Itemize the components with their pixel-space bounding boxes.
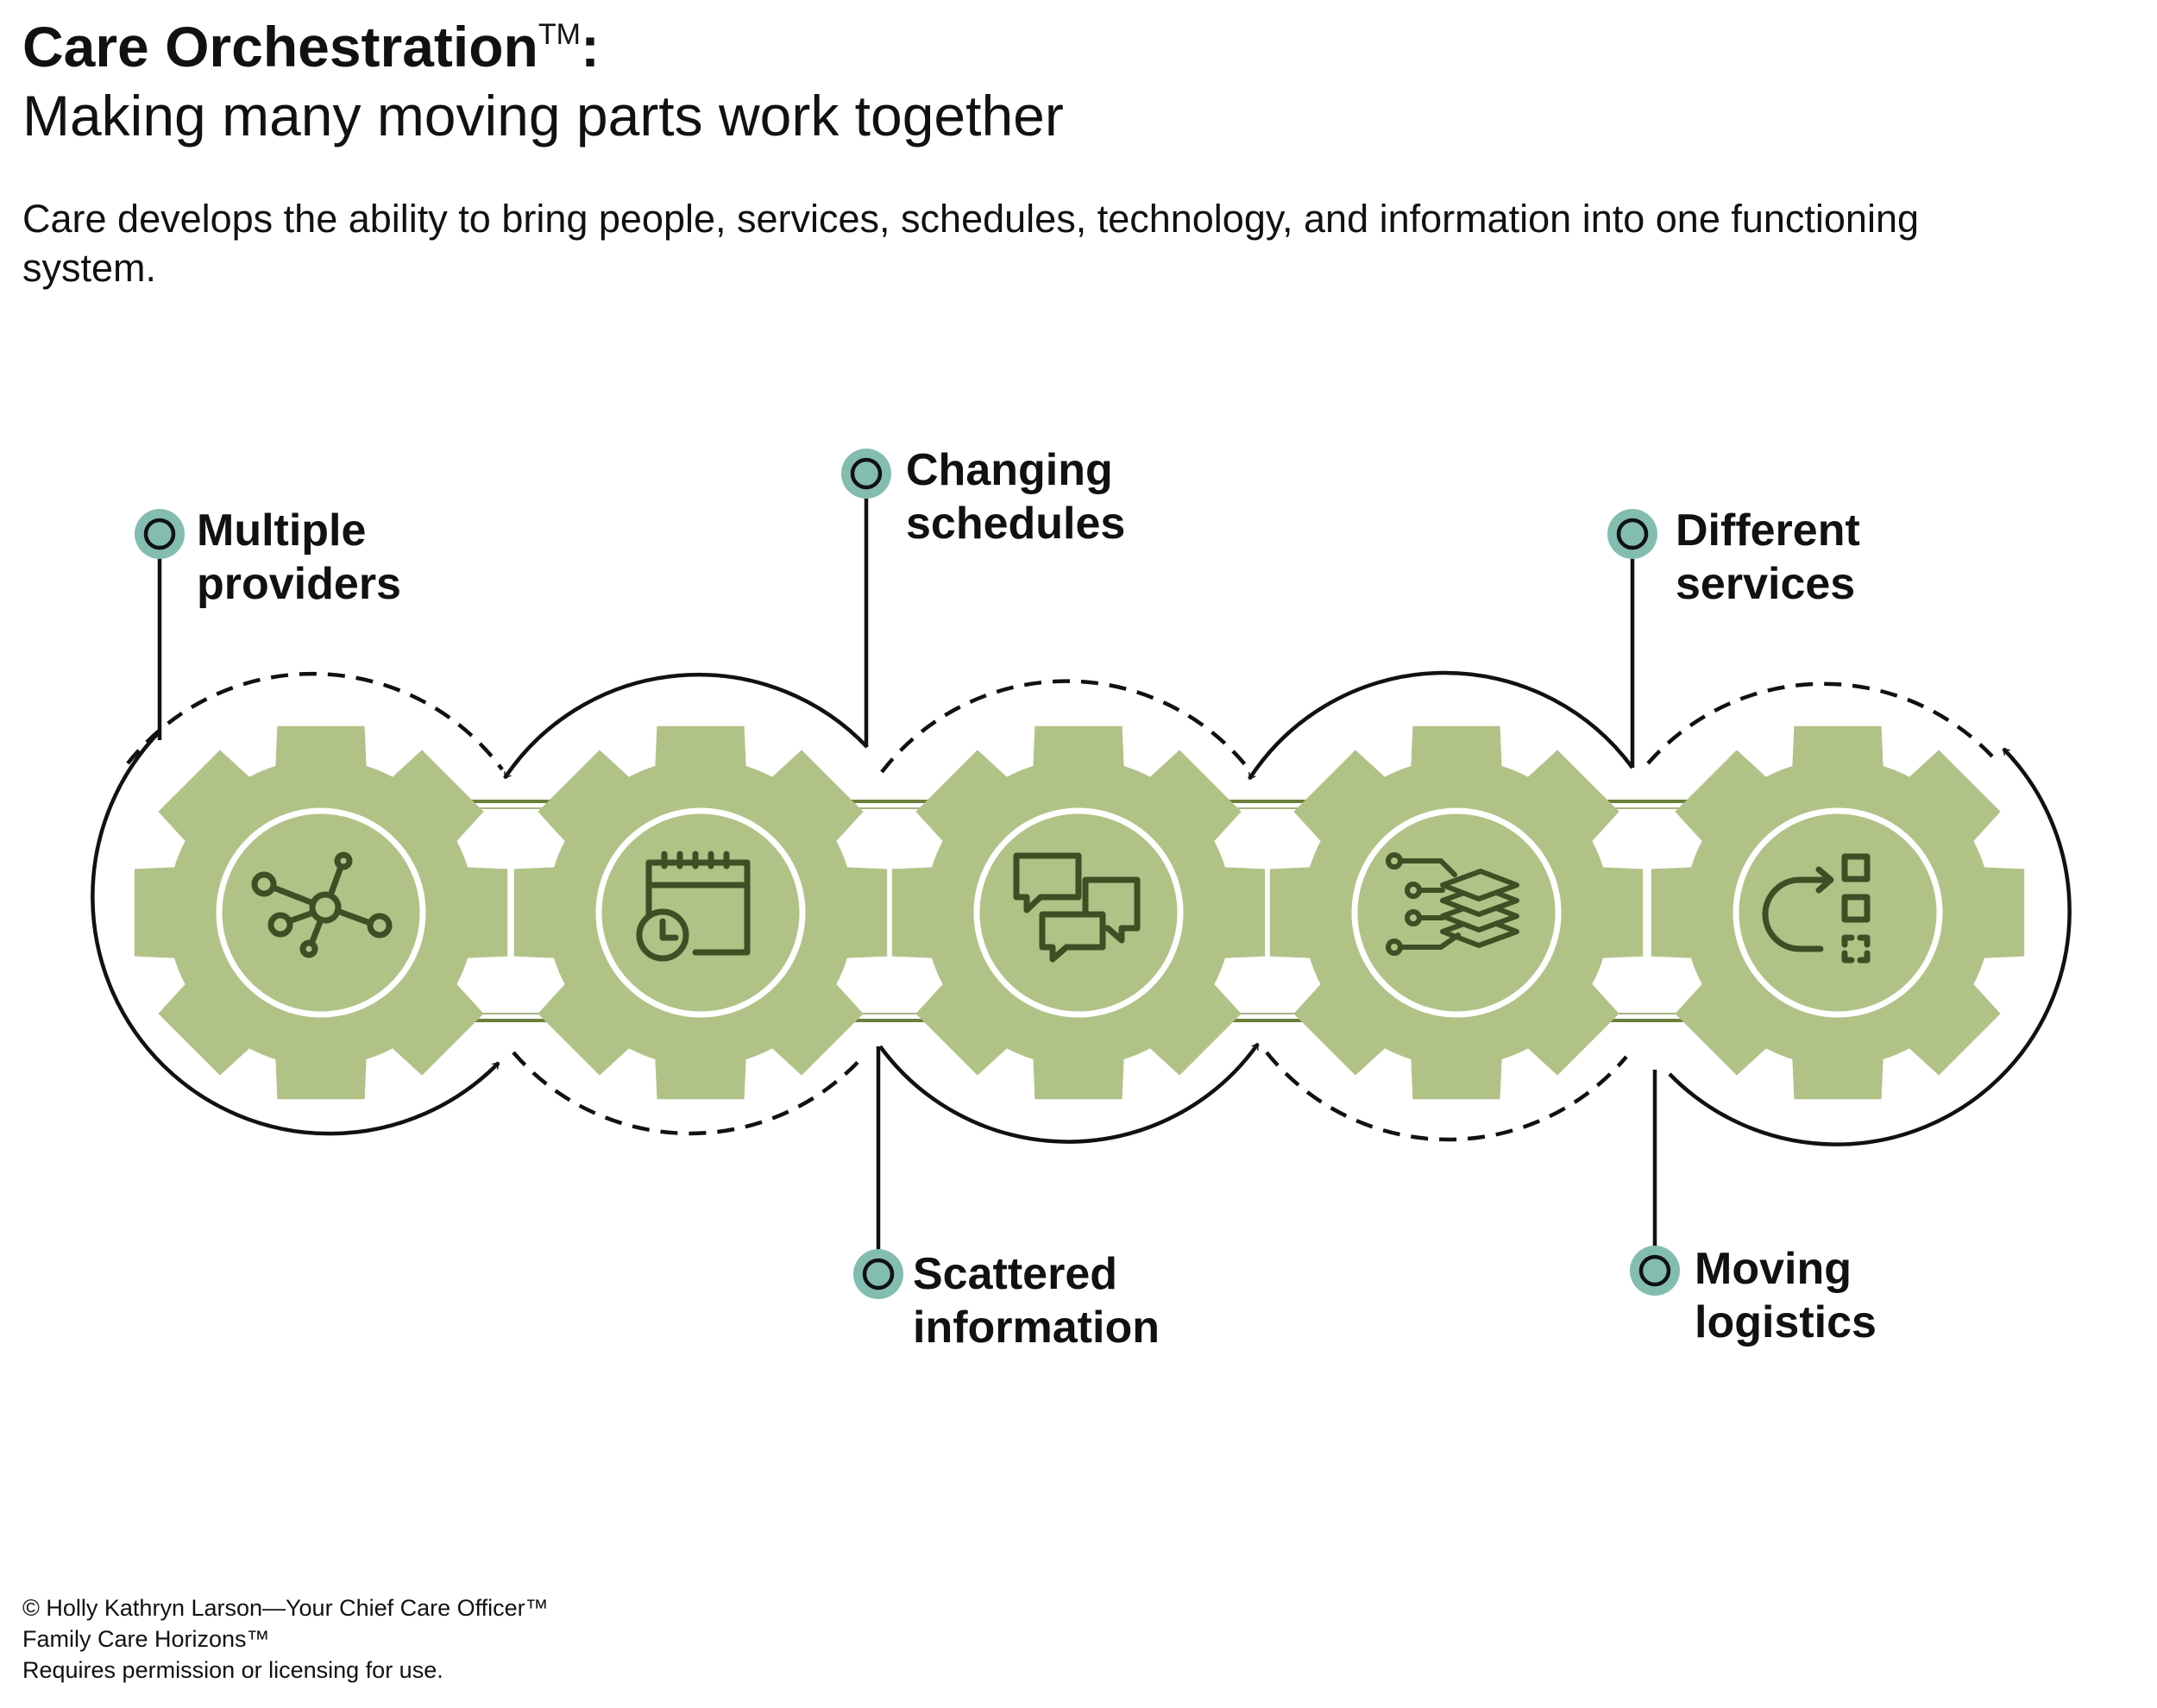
calendar-clock-icon [636,851,751,962]
dashed-arc-3 [880,679,1253,774]
arrow-left-bottom [91,729,500,1136]
copyright-footer: © Holly Kathryn Larson—Your Chief Care O… [22,1592,549,1686]
arrow-services-top [1248,670,1634,781]
footer-line: © Holly Kathryn Larson—Your Chief Care O… [22,1595,549,1621]
gear-inner-ring [216,807,426,1018]
label-line: information [913,1303,1160,1353]
dashed-arcs [126,671,1997,1142]
gear-2 [513,725,888,1100]
connector-dot-moving-logistics [1630,1246,1680,1296]
arrow-right-top [1668,747,2072,1146]
label-line: logistics [1695,1297,1877,1347]
label-line: Scattered [913,1249,1117,1299]
callout-connectors [135,449,1680,1299]
title-text: Care Orchestration [22,15,538,78]
label-line: Different [1676,505,1860,556]
dashed-arc-5 [1646,681,1997,765]
gear-5 [1651,725,2025,1100]
arrow-information-bottom [878,1042,1260,1144]
label-changing-schedules: Changing schedules [906,443,1125,550]
description-text: Care develops the ability to bring peopl… [22,197,1920,290]
label-line: Changing [906,445,1113,495]
dashed-arc-4 [1265,1051,1628,1142]
label-scattered-information: Scattered information [913,1247,1160,1354]
label-moving-logistics: Moving logistics [1695,1242,1877,1349]
label-line: providers [197,559,401,609]
page-subtitle: Making many moving parts work together [22,84,1064,148]
footer-line: Requires permission or licensing for use… [22,1657,443,1683]
label-line: schedules [906,499,1126,549]
label-line: Multiple [197,505,367,556]
connector-dot-multiple-providers [135,509,185,559]
label-different-services: Different services [1676,504,1860,611]
title-colon: : [580,15,600,78]
trademark-mark: TM [538,18,581,51]
dashed-arc-2 [512,1051,865,1136]
network-nodes-icon [251,851,393,958]
connector-dot-changing-schedules [841,449,891,499]
footer-line: Family Care Horizons™ [22,1626,270,1652]
gear-1 [134,725,508,1100]
label-multiple-providers: Multiple providers [197,504,401,611]
arrow-schedules-top [503,672,869,780]
gear-inner-ring [595,807,806,1018]
workflow-arrow-icon [1762,853,1871,964]
dashed-arc-1 [126,671,504,771]
connector-dot-scattered-information [853,1249,903,1299]
connector-dot-different-services [1607,509,1657,559]
label-line: Moving [1695,1244,1852,1294]
flow-arrows [91,670,2072,1146]
label-line: services [1676,559,1856,609]
page-title: Care OrchestrationTM: [22,14,600,79]
layered-data-icon [1386,852,1519,956]
gear-inner-ring [1733,807,1943,1018]
chat-bubbles-icon [1013,852,1141,963]
